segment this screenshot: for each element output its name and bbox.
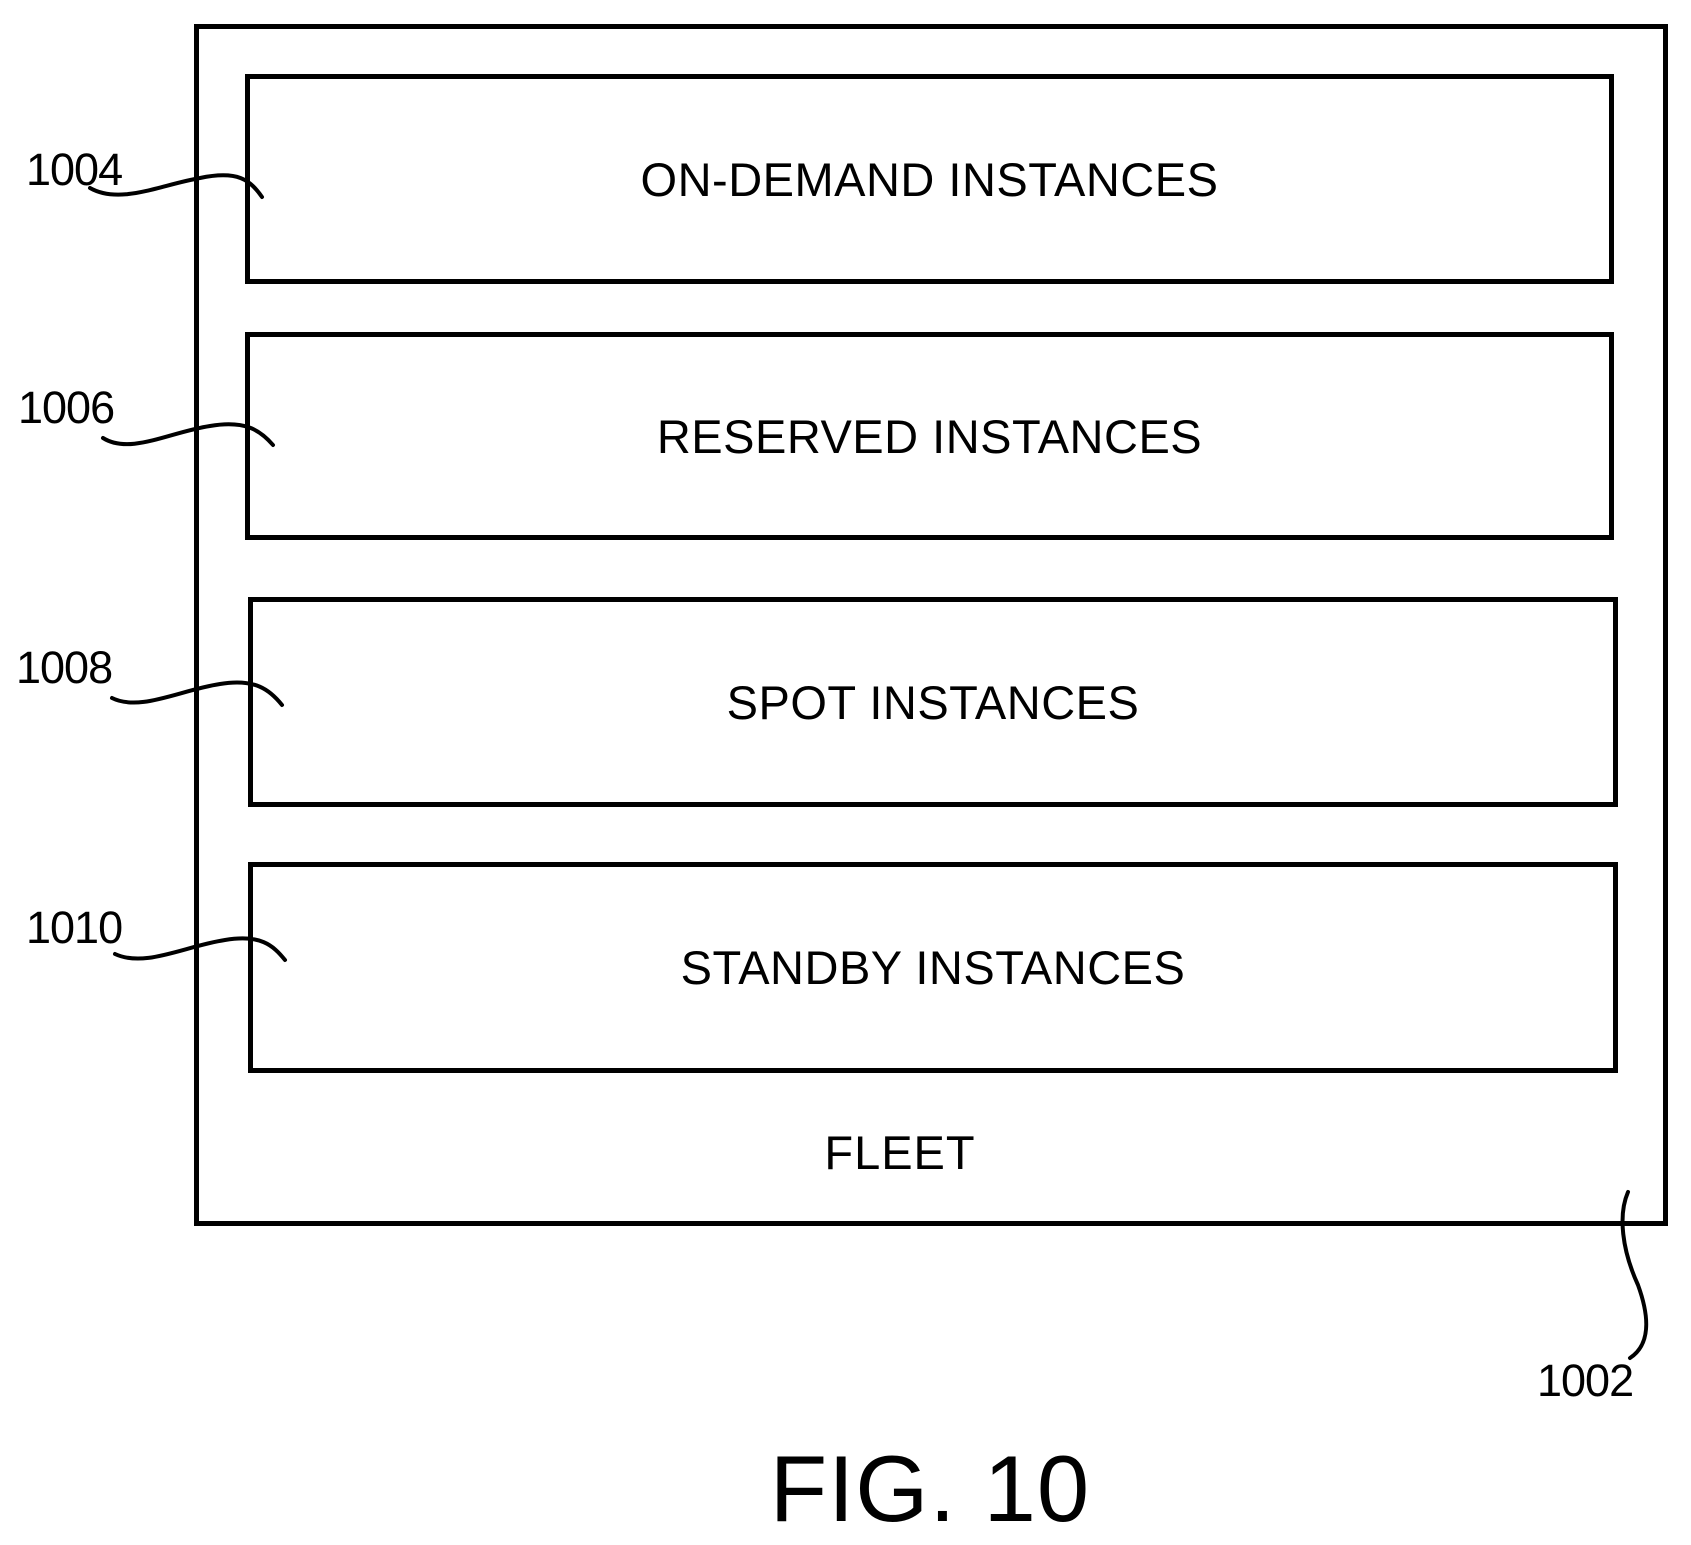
leader-line-1010 [115, 938, 285, 960]
leader-line-1002 [1623, 1192, 1647, 1358]
leader-line-1008 [112, 682, 282, 705]
figure-caption: FIG. 10 [620, 1435, 1240, 1543]
leader-line-1006 [103, 424, 273, 445]
leader-line-1004 [90, 175, 262, 197]
